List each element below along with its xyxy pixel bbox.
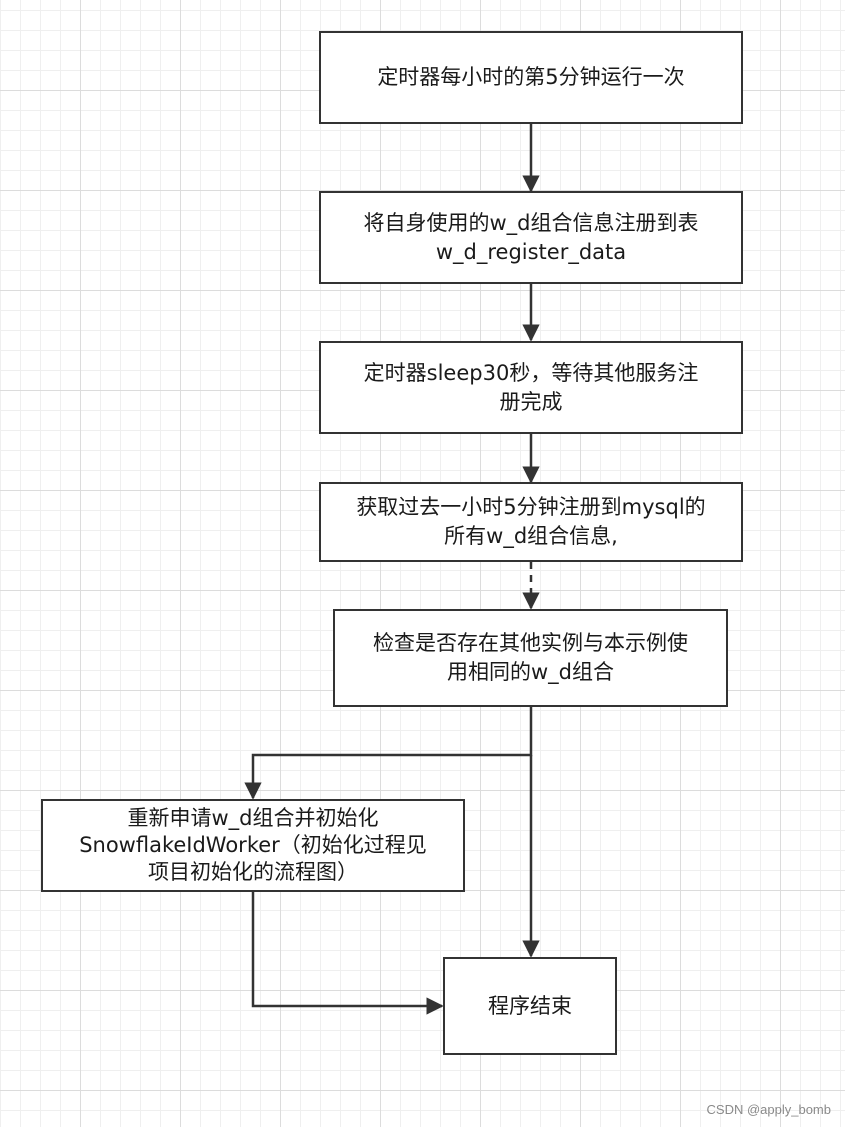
node-reapply-combination-label: 重新申请w_d组合并初始化 SnowflakeIdWorker（初始化过程见 项… [79,806,427,884]
edge-reapply-to-end [251,892,444,1015]
node-fetch-registrations-label: 获取过去一小时5分钟注册到mysql的 所有w_d组合信息, [356,495,706,548]
node-timer-start-label: 定时器每小时的第5分钟运行一次 [377,65,685,89]
node-register-combination: 将自身使用的w_d组合信息注册到表 w_d_register_data [319,191,743,284]
watermark: CSDN @apply_bomb [706,1102,831,1117]
node-register-combination-label: 将自身使用的w_d组合信息注册到表 w_d_register_data [363,210,699,264]
node-check-duplicate: 检查是否存在其他实例与本示例使 用相同的w_d组合 [333,609,728,707]
node-fetch-registrations: 获取过去一小时5分钟注册到mysql的 所有w_d组合信息, [319,482,743,562]
node-timer-start: 定时器每小时的第5分钟运行一次 [319,31,743,124]
edge-check-to-reapply [244,707,533,800]
node-check-duplicate-label: 检查是否存在其他实例与本示例使 用相同的w_d组合 [373,631,688,684]
node-sleep-wait-label: 定时器sleep30秒，等待其他服务注 册完成 [363,360,699,414]
node-program-end: 程序结束 [443,957,617,1055]
node-program-end-label: 程序结束 [488,993,572,1018]
node-reapply-combination: 重新申请w_d组合并初始化 SnowflakeIdWorker（初始化过程见 项… [41,799,465,892]
node-sleep-wait: 定时器sleep30秒，等待其他服务注 册完成 [319,341,743,434]
